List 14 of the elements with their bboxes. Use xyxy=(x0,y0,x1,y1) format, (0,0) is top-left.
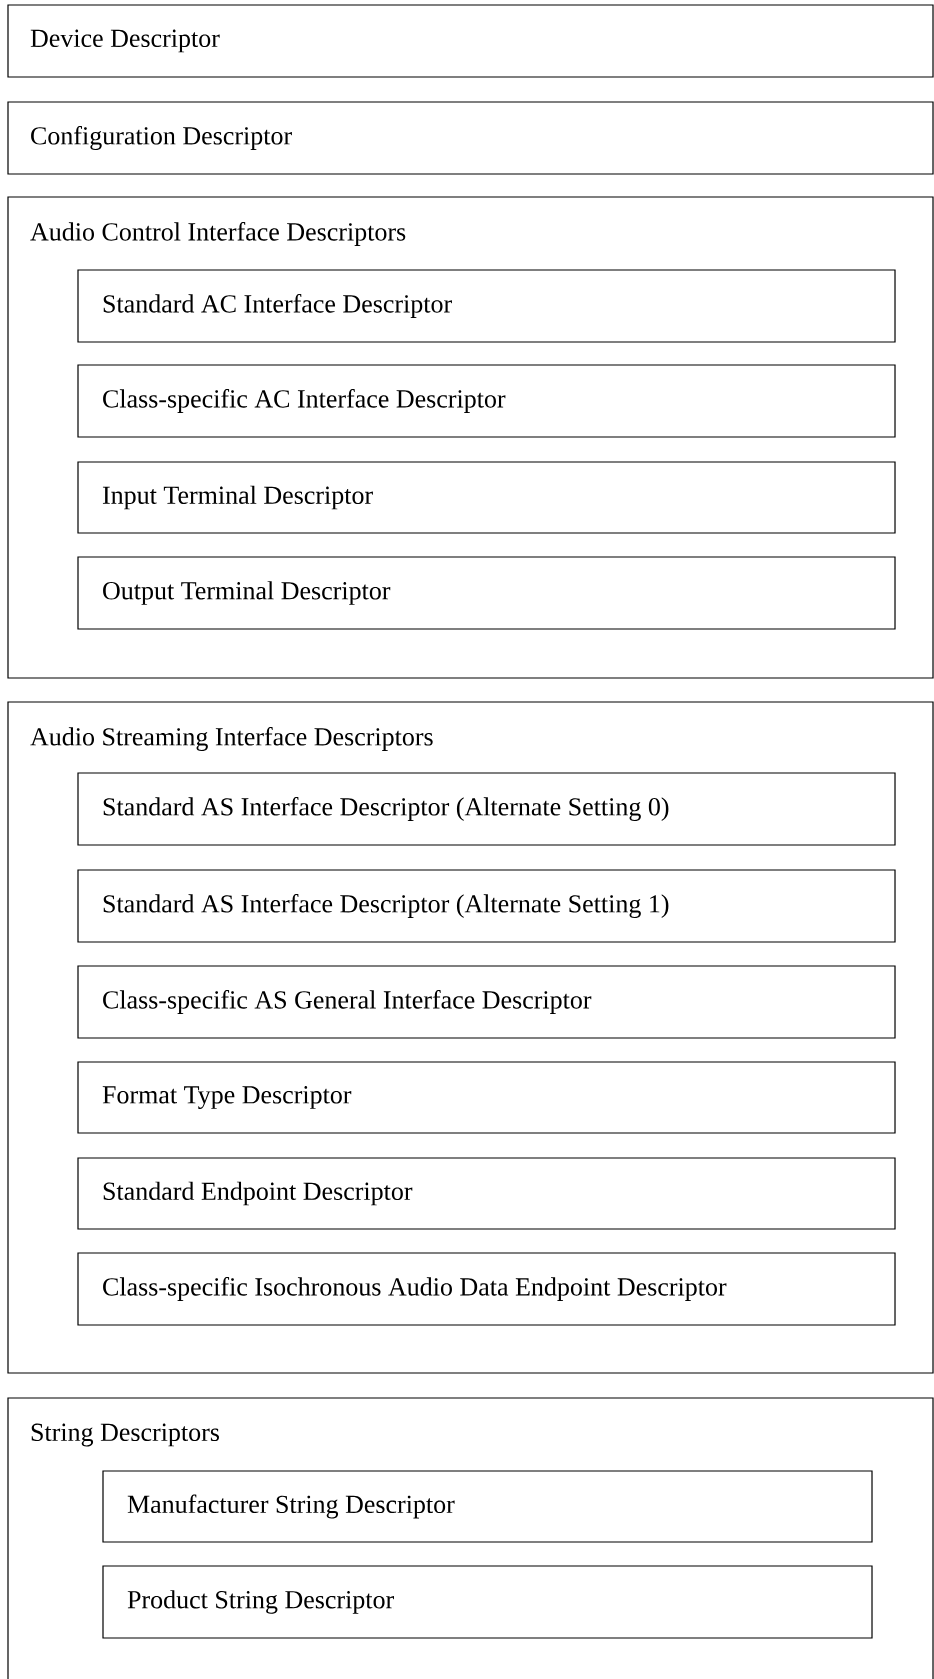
descriptor-box: Class-specific AS General Interface Descriptor xyxy=(77,965,896,1039)
descriptor-box: Manufacturer String Descriptor xyxy=(102,1470,873,1543)
descriptor-box: Format Type Descriptor xyxy=(77,1061,896,1134)
descriptor-box: Class-specific AC Interface Descriptor xyxy=(77,364,896,438)
descriptor-box: Class-specific Isochronous Audio Data Endpoint Descriptor xyxy=(77,1252,896,1326)
descriptor-box: Input Terminal Descriptor xyxy=(77,461,896,534)
descriptor-box: Standard Endpoint Descriptor xyxy=(77,1157,896,1230)
descriptor-box: Product String Descriptor xyxy=(102,1565,873,1639)
descriptor-box: Standard AC Interface Descriptor xyxy=(77,269,896,343)
descriptor-box: Output Terminal Descriptor xyxy=(77,556,896,630)
descriptor-box: Configuration Descriptor xyxy=(7,101,934,175)
descriptor-box: Device Descriptor xyxy=(7,4,934,78)
descriptor-box: Standard AS Interface Descriptor (Alternate Setting 1) xyxy=(77,869,896,943)
descriptor-box: Standard AS Interface Descriptor (Alternate Setting 0) xyxy=(77,772,896,846)
